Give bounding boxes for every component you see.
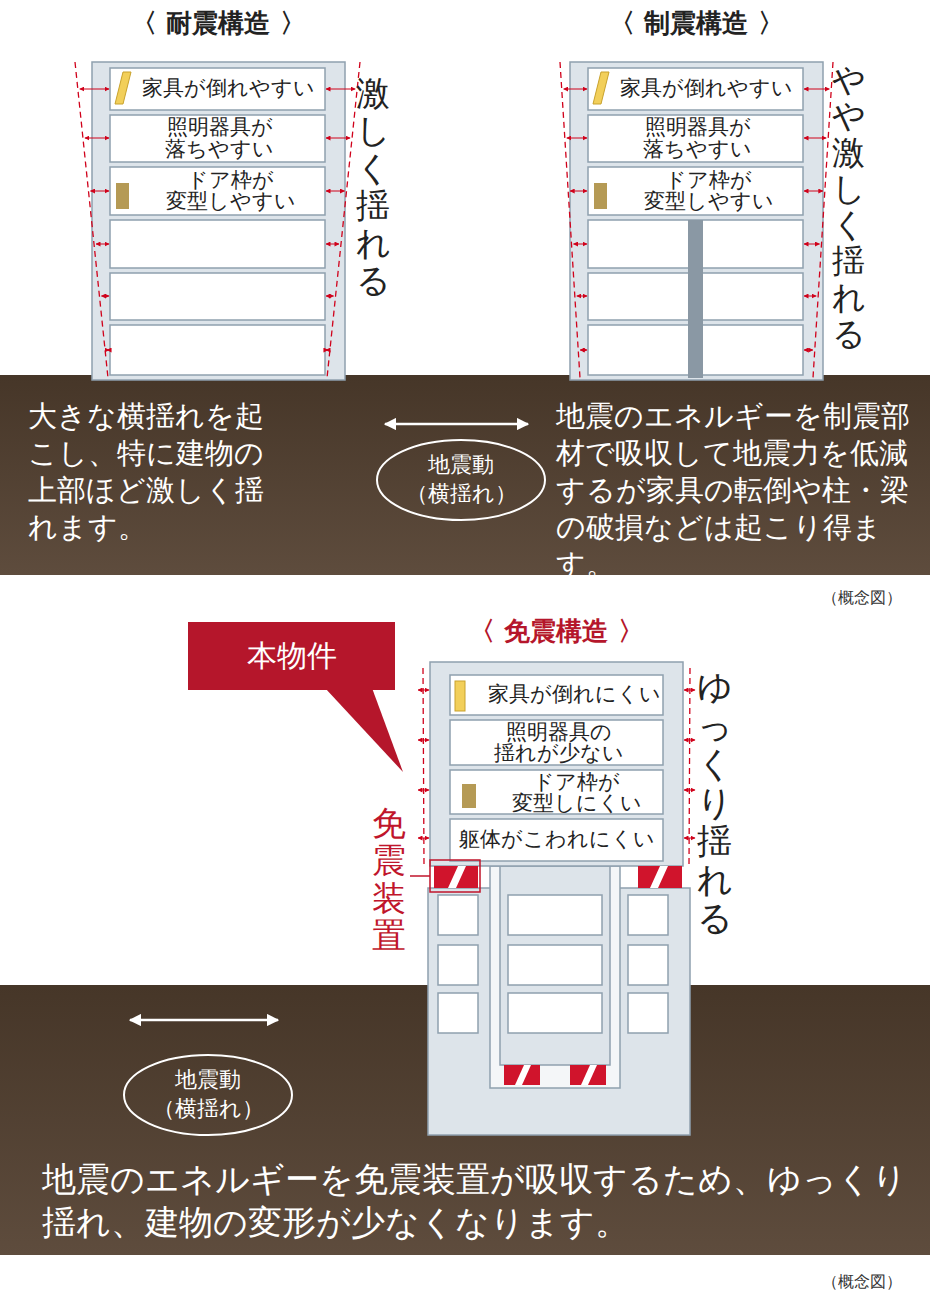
arrow-layer: [80, 89, 829, 1020]
node-text: 家具が倒れにくい: [488, 684, 661, 705]
sway-arrow: [684, 838, 695, 839]
sway-arrow: [804, 350, 813, 351]
furniture-icon: [593, 72, 609, 104]
floor-box: 照明器具の 揺れが少ない: [450, 720, 667, 767]
sway-arrow: [574, 244, 587, 245]
part-name: 免震装置: [372, 805, 406, 955]
floor-box: 家具が倒れにくい: [450, 675, 667, 715]
node-text: 本物件: [247, 636, 337, 677]
sway-arrow: [90, 191, 109, 192]
deform-dash: [560, 62, 833, 378]
description: 地震のエネルギーを免震装置が吸収するため、ゆっくり揺れ、建物の変形が少なくなりま…: [42, 1158, 912, 1243]
sway-arrow: [684, 790, 695, 791]
description: 地震のエネルギーを制震部材で吸収して地震力を低減するが家具の転倒や柱・梁の破損な…: [556, 398, 918, 584]
deform-dash: [75, 62, 360, 378]
sway-arrow: [96, 244, 109, 245]
motion-ellipse: 地震動 （横揺れ）: [122, 1053, 294, 1137]
sway-arrow: [326, 89, 355, 90]
motion-arrow: [130, 1019, 278, 1022]
motion-note: 激しく揺れる: [356, 75, 390, 299]
callout-pointer: [325, 688, 403, 772]
floor-box: 家具が倒れやすい: [588, 68, 803, 110]
motion-arrow: [385, 423, 528, 426]
description: 大きな横揺れを起こし、特に建物の上部ほど激しく揺れます。: [28, 398, 273, 546]
sway-arrow: [564, 89, 587, 90]
sway-arrow: [684, 740, 695, 741]
floor-box: ドア枠が 変型しやすい: [588, 167, 807, 215]
motion-note: やや激しく揺れる: [832, 62, 865, 352]
building-isolated: [430, 662, 683, 866]
node-text: 地震動 （横揺れ）: [142, 1066, 274, 1123]
sway-arrow: [804, 191, 823, 192]
node-text: 家具が倒れやすい: [620, 78, 793, 99]
sway-arrow: [418, 740, 429, 741]
ellipse-outline: [375, 438, 547, 522]
building-frame: 〈 制震構造 〉家具が倒れやすい照明器具が 落ちやすいドア枠が 変型しやすい: [570, 62, 823, 380]
sway-arrow: [326, 296, 334, 297]
sway-arrow: [577, 296, 587, 297]
leader-line: [410, 875, 430, 877]
sway-arrow: [580, 350, 587, 351]
node-text: ドア枠が 変型しにくい: [490, 772, 663, 815]
door-icon: [594, 183, 607, 209]
sway-arrow: [567, 138, 587, 139]
door-icon: [116, 183, 129, 209]
floor-box: 照明器具が 落ちやすい: [588, 115, 807, 162]
sway-arrow: [804, 296, 816, 297]
concept-note: （概念図）: [822, 1272, 902, 1291]
floor-box: 躯体がこわれにくい: [450, 819, 663, 861]
sway-arrow: [684, 690, 695, 691]
sway-arrow: [804, 244, 819, 245]
node-text: 地震動 （横揺れ）: [395, 451, 527, 508]
sway-arrow: [326, 191, 345, 192]
door-icon: [462, 784, 476, 808]
ellipse-outline: [122, 1053, 294, 1137]
sway-arrow: [418, 790, 429, 791]
sway-arrow: [418, 690, 429, 691]
sway-arrow: [107, 350, 109, 351]
sway-arrow: [804, 89, 829, 90]
building-damped: [570, 62, 823, 380]
foundation: [428, 866, 690, 1135]
node-text: ドア枠が 変型しやすい: [614, 170, 803, 213]
floor-box: ドア枠が 変型しにくい: [450, 770, 667, 817]
node-text: ドア枠が 変型しやすい: [136, 170, 325, 213]
callout-box: 本物件: [188, 622, 395, 690]
deform-dash: [423, 668, 690, 866]
concept-note: （概念図）: [822, 588, 902, 607]
building-frame: 〈 免震構造 〉家具が倒れにくい照明器具の 揺れが少ないドア枠が 変型しにくい躯…: [430, 662, 683, 866]
furniture-icon: [455, 681, 465, 711]
sway-arrow: [804, 138, 826, 139]
node-text: 躯体がこわれにくい: [459, 829, 655, 850]
sway-arrow: [326, 350, 328, 351]
node-text: 照明器具の 揺れが少ない: [454, 722, 663, 765]
floor-box: ドア枠が 変型しやすい: [110, 167, 329, 215]
sway-arrow: [85, 138, 109, 139]
motion-ellipse: 地震動 （横揺れ）: [375, 438, 547, 522]
structure-title: 〈 免震構造 〉: [390, 614, 723, 649]
sway-arrow: [101, 296, 109, 297]
floor-box: 照明器具が 落ちやすい: [110, 115, 329, 162]
motion-note: ゆっくり揺れる: [697, 668, 732, 938]
node-text: 照明器具が 落ちやすい: [592, 117, 803, 160]
sway-arrow: [570, 191, 587, 192]
furniture-icon: [115, 72, 131, 104]
node-text: 照明器具が 落ちやすい: [114, 117, 325, 160]
isolator: [434, 866, 682, 1085]
building-frame: 〈 耐震構造 〉家具が倒れやすい照明器具が 落ちやすいドア枠が 変型しやすい: [92, 62, 345, 380]
sway-arrow: [418, 838, 429, 839]
structure-title: 〈 制震構造 〉: [530, 6, 863, 41]
sway-arrow: [80, 89, 109, 90]
structure-title: 〈 耐震構造 〉: [52, 6, 385, 41]
building-rigid: [92, 62, 345, 380]
floor-box: 家具が倒れやすい: [110, 68, 325, 110]
sway-arrow: [326, 244, 339, 245]
sway-arrow: [326, 138, 350, 139]
damper-column: [688, 220, 703, 378]
isolator-marker: [430, 860, 480, 892]
node-text: 家具が倒れやすい: [142, 78, 315, 99]
